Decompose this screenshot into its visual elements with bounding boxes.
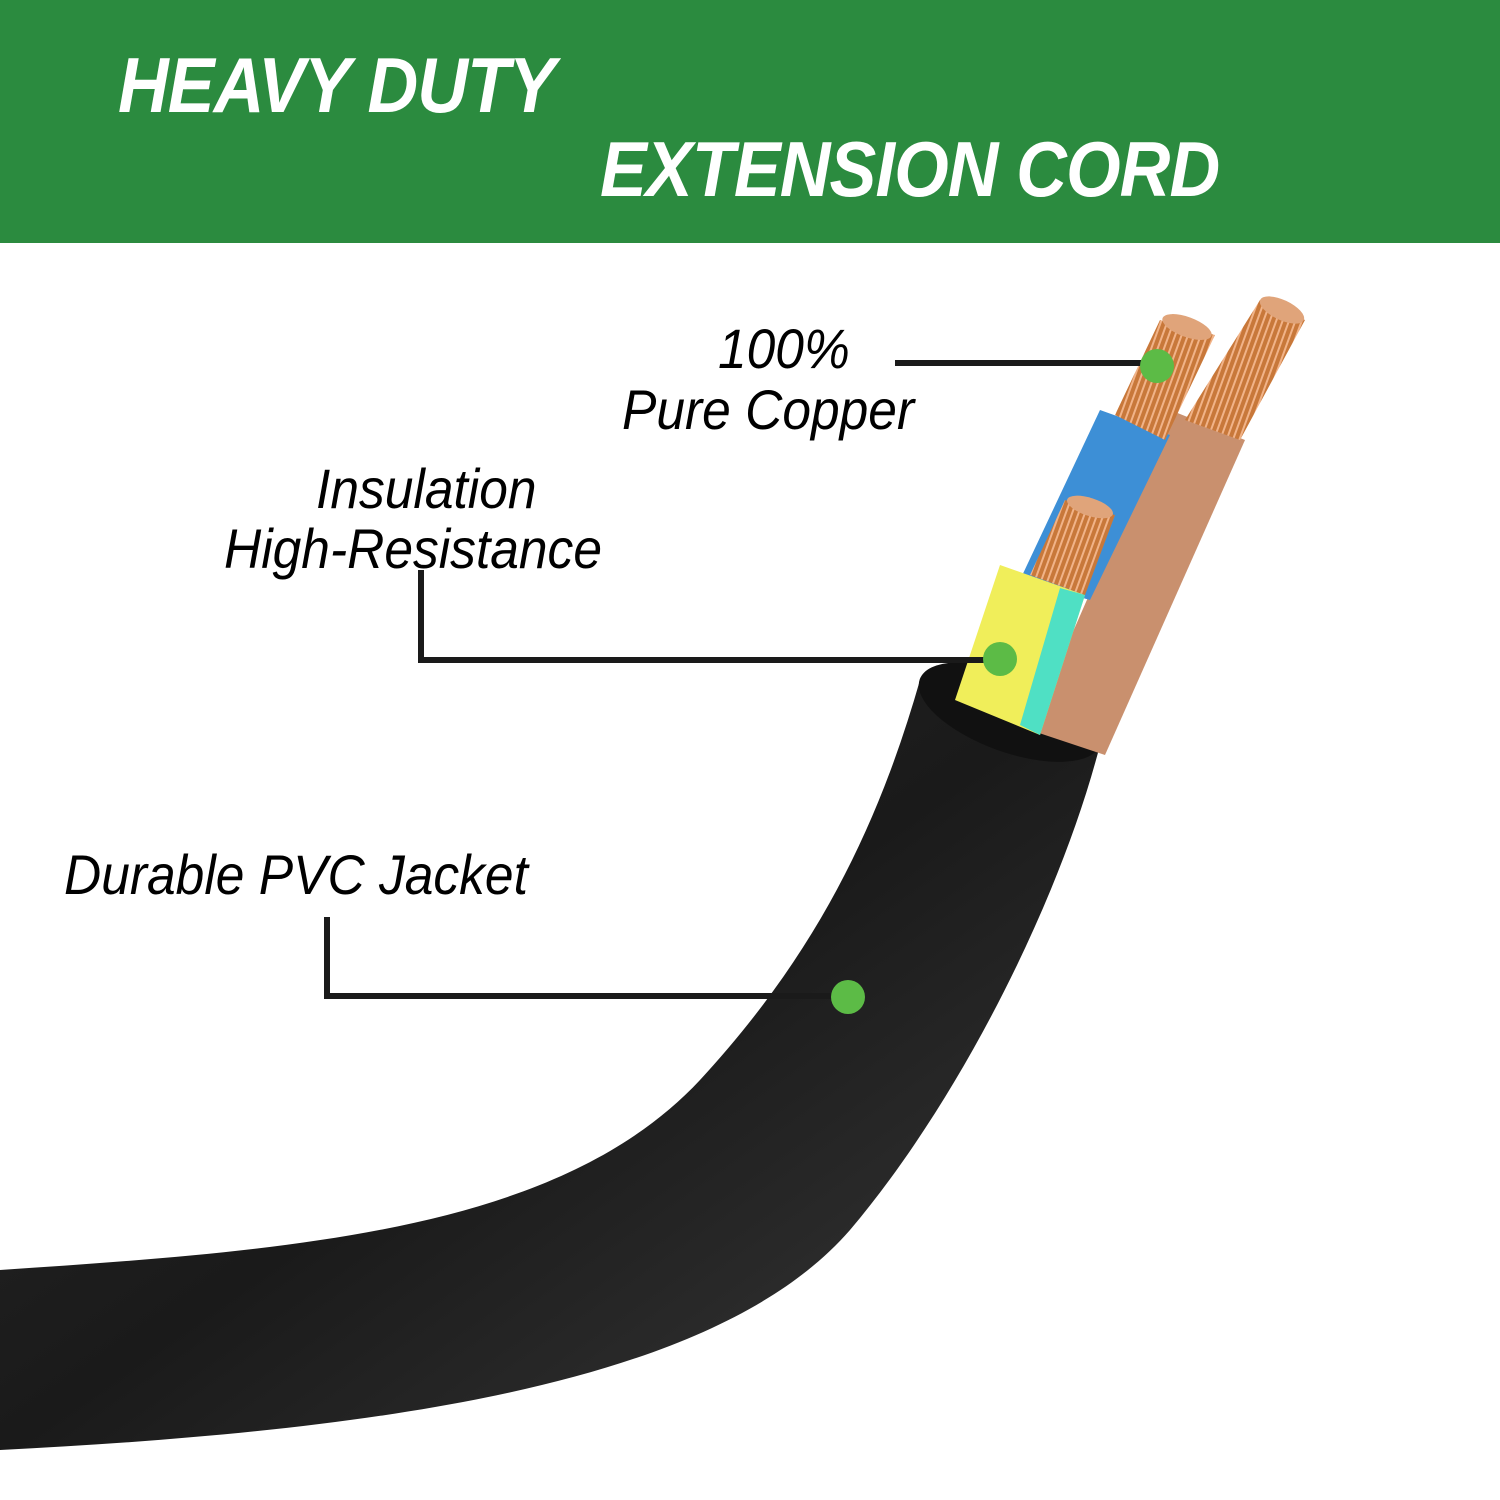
pvc-jacket <box>0 662 1102 1450</box>
marker-dot-jacket <box>831 980 865 1014</box>
leader-line-insulation <box>418 570 995 663</box>
title-line-1: HEAVY DUTY <box>118 41 556 129</box>
header-banner: HEAVY DUTY EXTENSION CORD <box>0 0 1500 243</box>
wire-brown <box>1030 296 1305 755</box>
callout-copper-line2: Pure Copper <box>622 378 915 441</box>
marker-dot-copper <box>1140 349 1174 383</box>
callout-insulation-line2: High-Resistance <box>224 517 602 580</box>
wire-yellow-green <box>955 495 1115 735</box>
callout-copper-line1: 100% <box>718 317 850 380</box>
callout-jacket: Durable PVC Jacket <box>64 843 528 906</box>
callout-insulation-line1: Insulation <box>316 457 537 520</box>
leader-line-jacket <box>324 917 840 999</box>
marker-dot-insulation <box>983 642 1017 676</box>
title-line-2: EXTENSION CORD <box>600 125 1220 213</box>
